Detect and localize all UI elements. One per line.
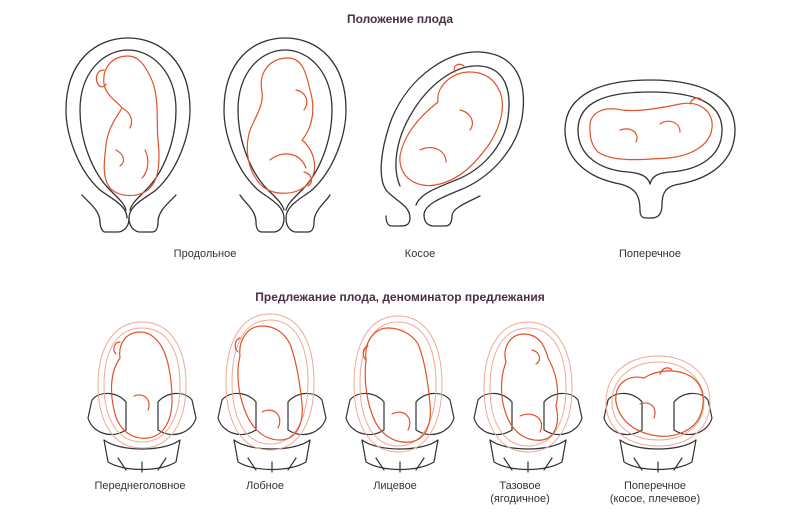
- uterus-longitudinal-breech: [223, 37, 347, 233]
- pelvis-breech: [473, 392, 583, 473]
- label-breech-line2: (ягодичное): [490, 493, 550, 505]
- position-section-title: Положение плода: [346, 12, 454, 26]
- label-longitudinal: Продольное: [173, 248, 237, 260]
- label-vertex-line1: Переднеголовное: [94, 480, 186, 492]
- fetus-brow: [234, 325, 303, 441]
- fetus-transverse: [589, 97, 713, 161]
- membrane-vertex: [97, 321, 187, 449]
- pelvis-face: [345, 392, 455, 473]
- label-brow-line1: Лобное: [246, 480, 284, 492]
- fetus-longitudinal: [95, 55, 160, 197]
- uterus-longitudinal: [65, 37, 191, 233]
- label-transverse-presentation: Поперечное(косое, плечевое): [590, 480, 720, 506]
- uterus-transverse: [564, 79, 736, 219]
- label-face: Лицевое: [345, 480, 445, 493]
- pelvis-vertex: [87, 392, 197, 473]
- fetus-transverse-presentation: [615, 367, 704, 437]
- label-breech-line1: Тазовое: [499, 480, 541, 492]
- label-transverse: Поперечное: [618, 248, 681, 260]
- membrane-face: [353, 315, 443, 453]
- label-transverse-line2: (косое, плечевое): [609, 493, 701, 505]
- label-brow: Лобное: [215, 480, 315, 493]
- fetus-face: [362, 327, 431, 443]
- fetus-longitudinal-breech: [246, 57, 316, 194]
- fetus-breech: [500, 333, 559, 441]
- uterus-oblique: [380, 51, 525, 227]
- label-breech: Тазовое(ягодичное): [460, 480, 580, 506]
- label-face-line1: Лицевое: [373, 480, 417, 492]
- label-vertex: Переднеголовное: [80, 480, 200, 493]
- label-transverse-line1: Поперечное: [623, 480, 686, 492]
- membrane-transverse: [605, 355, 711, 447]
- membrane-brow: [225, 313, 315, 451]
- fetus-vertex: [110, 331, 173, 439]
- presentation-section-title: Предлежание плода, деноминатор предлежан…: [255, 290, 545, 304]
- pelvis-transverse: [603, 392, 713, 473]
- label-oblique: Косое: [404, 248, 436, 260]
- membrane-breech: [483, 321, 573, 453]
- fetus-oblique: [399, 63, 503, 187]
